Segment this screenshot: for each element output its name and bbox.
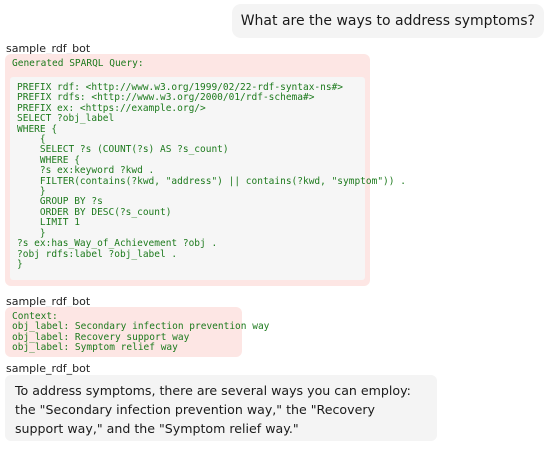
sparql-query-heading: Generated SPARQL Query: bbox=[12, 58, 144, 69]
context-message-panel: Context: obj_label: Secondary infection … bbox=[5, 307, 269, 357]
answer-message-bubble: To address symptoms, there are several w… bbox=[5, 375, 437, 441]
message-sender: sample_rdf_bot bbox=[6, 362, 91, 375]
user-message-bubble: What are the ways to address symptoms? bbox=[231, 4, 544, 38]
answer-text: To address symptoms, there are several w… bbox=[15, 383, 411, 436]
sparql-query-code: PREFIX rdf: <http://www.w3.org/1999/02/2… bbox=[17, 82, 406, 270]
user-message-text: What are the ways to address symptoms? bbox=[240, 13, 535, 29]
message-sender: sample_rdf_bot bbox=[6, 42, 91, 55]
sparql-message-panel: Generated SPARQL Query: PREFIX rdf: <htt… bbox=[5, 54, 406, 286]
context-code: Context: obj_label: Secondary infection … bbox=[12, 311, 270, 354]
sparql-code-block: PREFIX rdf: <http://www.w3.org/1999/02/2… bbox=[10, 77, 406, 280]
message-sender: sample_rdf_bot bbox=[6, 295, 91, 308]
